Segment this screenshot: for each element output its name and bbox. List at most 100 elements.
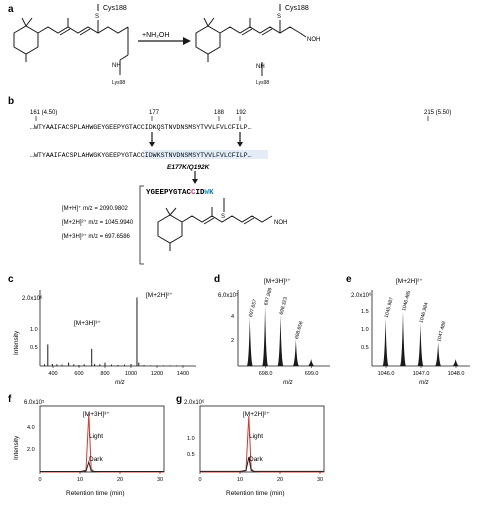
retinal-right-structure bbox=[195, 4, 307, 76]
isotope-peak-label: 1045.987 bbox=[384, 297, 395, 319]
panel-g-label: g bbox=[176, 394, 182, 405]
isotope-peak bbox=[399, 311, 406, 366]
f-ytick-2: 2.0 bbox=[27, 447, 35, 453]
pos-188: 188 bbox=[214, 110, 225, 116]
f-dark-label: Dark bbox=[89, 456, 103, 463]
d-xlabel: m/z bbox=[283, 380, 293, 386]
x-tick-label: 800 bbox=[100, 371, 109, 377]
nh-plus-right: NH bbox=[256, 64, 265, 70]
e-title: [M+2H]²⁺ bbox=[396, 278, 423, 285]
d-ymax-label: 6.0x10⁵ bbox=[218, 292, 239, 299]
e-xlabel: m/z bbox=[419, 380, 429, 386]
retinal-peptide-structure bbox=[157, 198, 273, 251]
f-ylabel: Intensity bbox=[13, 435, 20, 460]
e-ymax-label: 2.0x10⁶ bbox=[351, 292, 372, 299]
c-annotation-m2h: [M+2H]²⁺ bbox=[146, 292, 173, 299]
pos-177: 177 bbox=[149, 110, 160, 116]
f-ymax-label: 6.0x10⁵ bbox=[24, 399, 45, 406]
isotope-peak bbox=[262, 305, 269, 366]
peptide-trp: W bbox=[205, 189, 210, 197]
e-peaks: 1045.987 1046.485 1046.984 1047.489 bbox=[382, 290, 459, 366]
x-tick-label: 30 bbox=[317, 477, 323, 483]
ion-mh: [M+H]⁺ m/z = 2090.9802 bbox=[62, 205, 129, 212]
c-peaks bbox=[44, 297, 190, 366]
cys-label-left: Cys188 bbox=[103, 5, 127, 12]
c-ymax-label: 2.0x10⁶ bbox=[22, 295, 43, 302]
pos-215: 215 (5.50) bbox=[424, 110, 451, 116]
g-xlabel: Retention time (min) bbox=[226, 490, 285, 497]
trace-dark bbox=[40, 460, 164, 472]
cys-label-right: Cys188 bbox=[285, 5, 309, 12]
pos-192: 192 bbox=[236, 110, 247, 116]
isotope-peak-label: 697.657 bbox=[248, 299, 259, 318]
c-ylabel: Intensity bbox=[13, 330, 20, 355]
isotope-peak bbox=[417, 323, 424, 366]
isotope-peak-label: 1047.489 bbox=[436, 321, 447, 343]
panel-a: a S Cys188 NH Lys98 +NH₂O bbox=[8, 4, 320, 86]
isotope-peak bbox=[292, 339, 299, 366]
panel-c-label: c bbox=[8, 274, 14, 285]
panel-a-label: a bbox=[8, 4, 14, 15]
peptide-highlight bbox=[143, 150, 268, 159]
x-tick-label: 20 bbox=[277, 477, 283, 483]
sequence-wild-type: …WTYAAIFACSPLAHWGEYGEEPYGTACCIDKQSTNVDNS… bbox=[30, 124, 252, 131]
sulfur-atom-right: S bbox=[277, 14, 281, 20]
e-ytick-1: 1.5 bbox=[361, 309, 369, 315]
g-ytick-1: 1.0 bbox=[187, 436, 195, 442]
panel-b: b 161 (4.50) 177 188 192 215 (5.50) …WTY… bbox=[8, 96, 451, 265]
panel-f-label: f bbox=[8, 394, 12, 405]
isotope-peak bbox=[382, 318, 389, 366]
g-ytick-2: 0.5 bbox=[187, 452, 195, 458]
x-tick-label: 400 bbox=[48, 371, 57, 377]
peptide-bracket bbox=[139, 185, 144, 265]
peptide-cys: C bbox=[191, 189, 196, 197]
position-ticks bbox=[35, 116, 429, 121]
isotope-peak bbox=[308, 359, 315, 366]
sequence-mutant: …WTYAAIFACSPLAHWGKYGEEPYGTACCIDWKSTNVDNS… bbox=[30, 152, 252, 159]
x-tick-label: 10 bbox=[77, 477, 83, 483]
x-tick-label: 600 bbox=[74, 371, 83, 377]
f-xlabel: Retention time (min) bbox=[66, 490, 125, 497]
lys-label-left: Lys98 bbox=[112, 80, 125, 86]
isotope-peak bbox=[246, 317, 253, 366]
peptide-sequence: YGEEPYGTACCIDWK bbox=[146, 189, 214, 197]
e-ytick-3: 0.5 bbox=[361, 345, 369, 351]
f-light-label: Light bbox=[89, 433, 103, 440]
c-ytick-1: 1.0 bbox=[30, 327, 38, 333]
mutation-arrows bbox=[149, 132, 243, 147]
pos-161: 161 (4.50) bbox=[30, 110, 57, 116]
trace-dark bbox=[200, 457, 324, 472]
isotope-peak-label: 1046.984 bbox=[419, 302, 430, 324]
x-tick-label: 1000 bbox=[125, 371, 137, 377]
g-dark-label: Dark bbox=[249, 456, 263, 463]
isotope-peak-label: 698.658 bbox=[294, 321, 305, 340]
x-tick-label: 0 bbox=[198, 477, 201, 483]
x-tick-label: 20 bbox=[117, 477, 123, 483]
d-ytick-2: 2 bbox=[231, 338, 234, 344]
isotope-peak-label: 1046.485 bbox=[401, 290, 412, 312]
x-tick-label: 1047.0 bbox=[413, 371, 430, 377]
f-title: [M+3H]³⁺ bbox=[83, 411, 110, 418]
peptide-part-1: YGEEPYGTAC bbox=[146, 189, 192, 197]
d-title: [M+3H]³⁺ bbox=[264, 278, 291, 285]
retinal-left-structure bbox=[13, 4, 129, 75]
peptide-part-2: ID bbox=[196, 189, 206, 197]
oxime-label-b: NOH bbox=[274, 220, 287, 226]
lys-label-right: Lys98 bbox=[256, 80, 269, 86]
g-ymax-label: 2.0x10⁶ bbox=[184, 399, 205, 406]
isotope-peak-label: 698.323 bbox=[279, 296, 290, 315]
x-tick-label: 1400 bbox=[177, 371, 189, 377]
panel-b-label: b bbox=[8, 96, 14, 107]
x-tick-label: 30 bbox=[157, 477, 163, 483]
